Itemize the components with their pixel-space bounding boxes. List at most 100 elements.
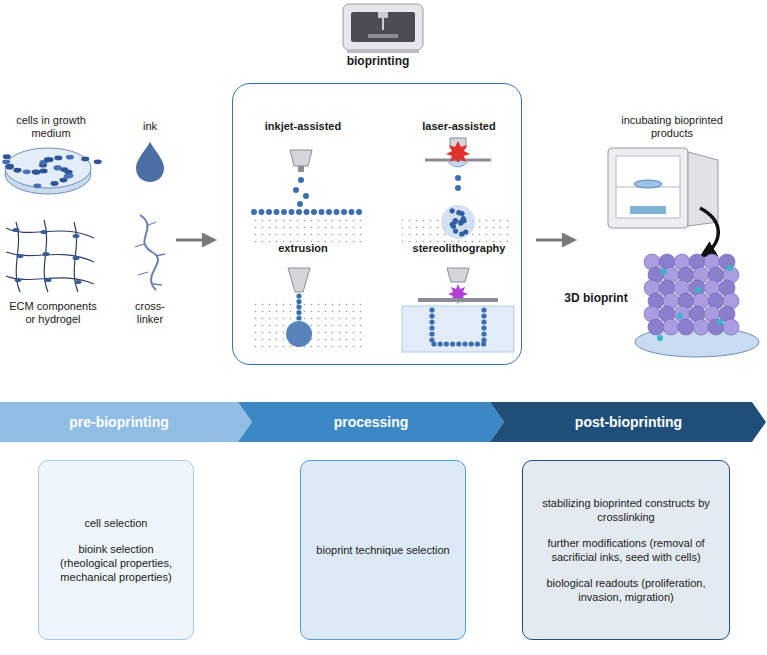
stereolithography-illustration — [481, 331, 486, 336]
inkjet-illustration — [274, 209, 280, 215]
stereolithography-illustration — [462, 341, 467, 346]
stereolithography-illustration — [481, 341, 486, 346]
crosslinker-strand — [140, 215, 158, 290]
stereolithography-illustration — [456, 341, 461, 346]
inkjet-illustration — [298, 166, 304, 172]
chevron-shape — [0, 402, 252, 442]
laser-illustration — [461, 218, 466, 223]
stereolithography-illustration — [429, 319, 434, 324]
stereolithography-illustration — [481, 307, 486, 312]
illustration-label: ECM components or hydrogel — [3, 300, 103, 326]
stage-title: pre-bioprinting — [69, 414, 169, 430]
stage-detail-box: stabilizing bioprinted constructs by cro… — [522, 460, 730, 640]
extrusion-illustration — [296, 310, 301, 315]
laser-illustration — [450, 208, 469, 236]
inkjet-illustration — [293, 187, 299, 193]
bioprint-cube — [719, 254, 735, 270]
laser-illustration — [453, 218, 458, 223]
petri-dish — [6, 164, 14, 169]
stage-chevron: pre-bioprinting — [0, 402, 252, 442]
stereolithography-illustration — [431, 341, 436, 346]
stage-detail-text: bioink selection (rheological properties… — [51, 542, 181, 584]
hydrogel-mesh — [6, 220, 94, 292]
bioprint-cube — [635, 254, 759, 357]
bioprint-cube — [695, 287, 701, 293]
stage-chevron: post-bioprinting — [490, 402, 767, 442]
technique-label: stereolithography — [393, 242, 525, 254]
laser-illustration — [450, 208, 455, 213]
stereolithography-illustration — [444, 341, 449, 346]
technique-label: extrusion — [237, 242, 369, 254]
extrusion-illustration — [296, 304, 301, 309]
petri-dish — [33, 170, 41, 175]
hydrogel-mesh — [41, 230, 48, 234]
stereolithography-illustration — [438, 341, 443, 346]
hydrogel-mesh — [13, 228, 20, 232]
bioprint-cube — [661, 269, 667, 275]
incubator-icon — [608, 148, 688, 228]
hydrogel-mesh — [75, 280, 82, 284]
petri-dish — [59, 178, 67, 183]
petri-dish — [54, 155, 62, 160]
petri-dish — [40, 169, 48, 174]
laser-illustration — [402, 138, 514, 246]
inkjet-illustration — [296, 209, 302, 215]
petri-dish — [51, 181, 59, 186]
ink-drop — [136, 142, 164, 182]
laser-illustration — [459, 231, 464, 236]
printer-icon — [351, 12, 415, 42]
inkjet-illustration — [311, 209, 317, 215]
hydrogel-mesh — [45, 278, 52, 282]
incubator-icon — [608, 148, 718, 256]
inkjet-illustration — [266, 209, 272, 215]
bioprint-cube — [717, 319, 723, 325]
inkjet-illustration — [349, 209, 355, 215]
hydrogel-mesh — [6, 276, 94, 284]
illustration-label: cross-linker — [130, 300, 170, 326]
stereolithography-illustration — [402, 268, 514, 352]
petri-dish — [54, 165, 62, 170]
laser-illustration — [441, 205, 475, 239]
stereolithography-illustration — [429, 313, 434, 318]
inkjet-illustration — [356, 209, 362, 215]
hydrogel-mesh — [6, 228, 94, 238]
illustration-label: incubating bioprinted products — [610, 114, 734, 140]
bioprint-cube — [663, 319, 679, 335]
printer-icon — [343, 4, 423, 53]
inkjet-illustration — [298, 177, 304, 183]
stereolithography-illustration — [429, 325, 434, 330]
hydrogel-mesh — [17, 254, 24, 258]
stage-detail-text: further modifications (removal of sacrif… — [535, 536, 717, 564]
extrusion-illustration — [288, 268, 310, 292]
flow-arrow — [176, 239, 214, 242]
extrusion-illustration — [250, 298, 362, 350]
petri-dish — [5, 148, 91, 188]
incubator-icon — [700, 208, 718, 256]
stereolithography-illustration — [447, 268, 469, 282]
printer-icon — [368, 34, 398, 38]
inkjet-illustration — [290, 150, 312, 166]
stage-chevron: processing — [238, 402, 504, 442]
incubator-icon — [688, 152, 718, 226]
inkjet-illustration — [319, 209, 325, 215]
inkjet-illustration — [259, 209, 265, 215]
petri-dish — [13, 168, 21, 173]
inkjet-illustration — [297, 201, 303, 207]
stereolithography-illustration — [429, 307, 434, 312]
inkjet-illustration — [303, 193, 309, 199]
illustration-label: 3D bioprint — [556, 292, 636, 305]
petri-dish — [81, 157, 89, 162]
stage-detail-box: cell selectionbioink selection (rheologi… — [38, 460, 194, 640]
stage-title: post-bioprinting — [575, 414, 682, 430]
hydrogel-mesh — [13, 228, 82, 284]
petri-dish — [23, 169, 31, 174]
hydrogel-mesh — [6, 252, 94, 262]
bioprint-cube — [723, 319, 739, 335]
printer-icon — [343, 4, 423, 50]
bioprint-cube — [657, 335, 663, 341]
technique-panel: bioprintinginkjet-assistedlaser-assisted… — [232, 83, 522, 365]
stereolithography-illustration — [481, 325, 486, 330]
ink-drop — [136, 142, 164, 182]
stereolithography-illustration — [450, 341, 455, 346]
